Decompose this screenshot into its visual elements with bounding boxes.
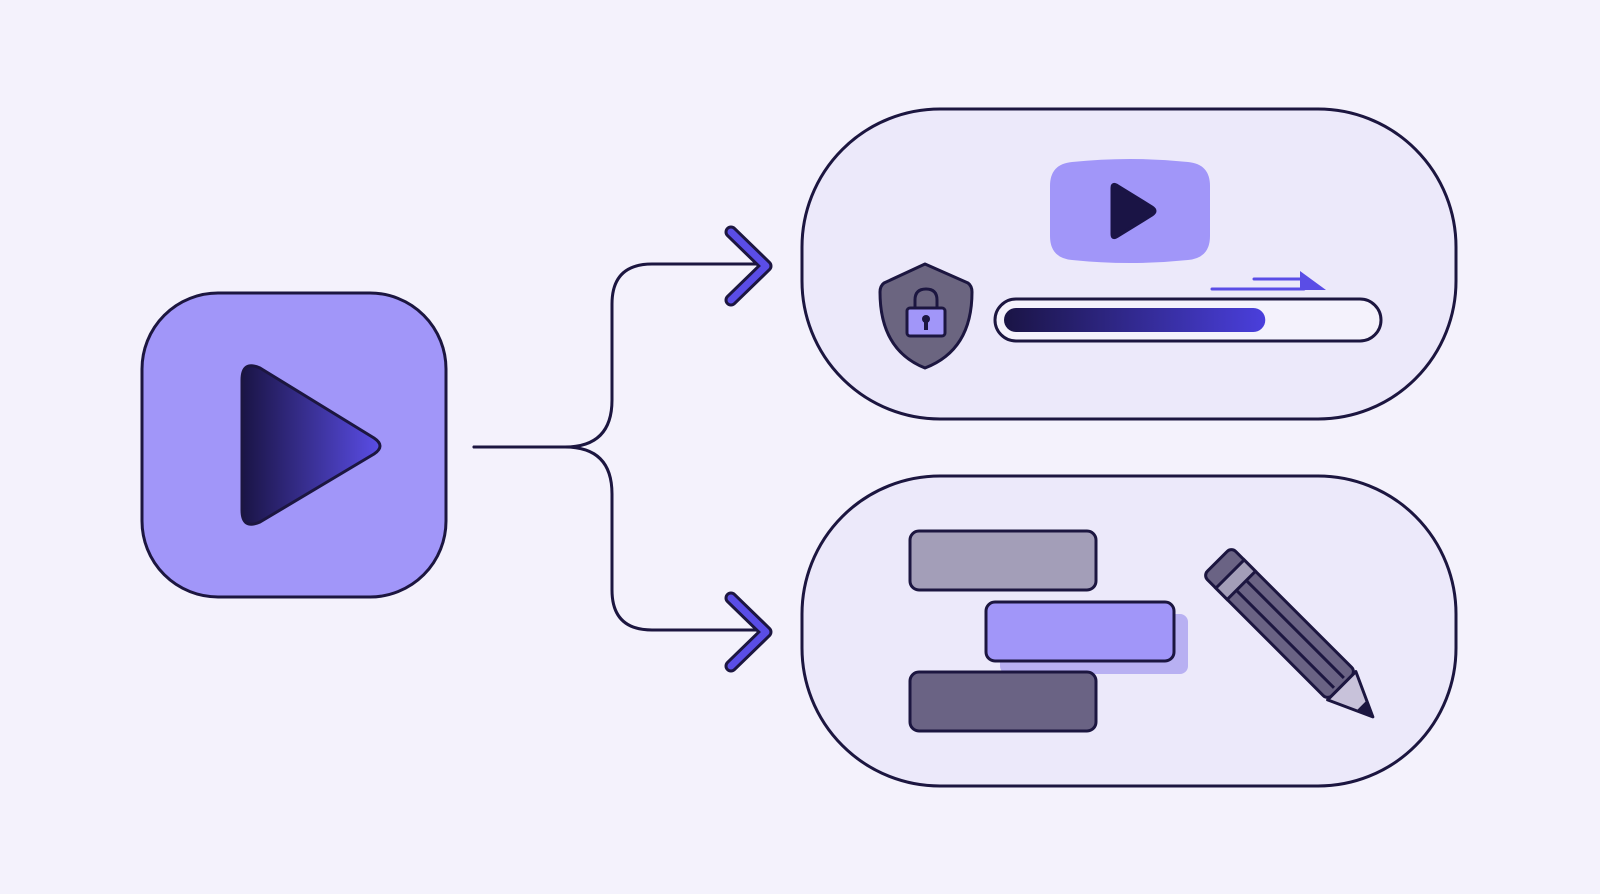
progress-fill: [1004, 308, 1266, 332]
shield-lock-icon: [878, 262, 974, 370]
progress-bar-icon: [993, 297, 1383, 343]
fast-forward-arrow-icon: [1210, 271, 1326, 291]
branch-connector: [472, 262, 764, 632]
secure-streaming-panel: [800, 107, 1458, 421]
video-player-icon: [1050, 159, 1210, 263]
source-play-tile: [140, 291, 448, 599]
editing-panel: [800, 474, 1458, 788]
play-icon: [240, 364, 382, 526]
chevron-right-icon: [724, 225, 773, 307]
chevron-right-icon: [724, 591, 773, 673]
stacked-bars-icon: [908, 529, 1188, 733]
pencil-icon: [1204, 548, 1375, 719]
